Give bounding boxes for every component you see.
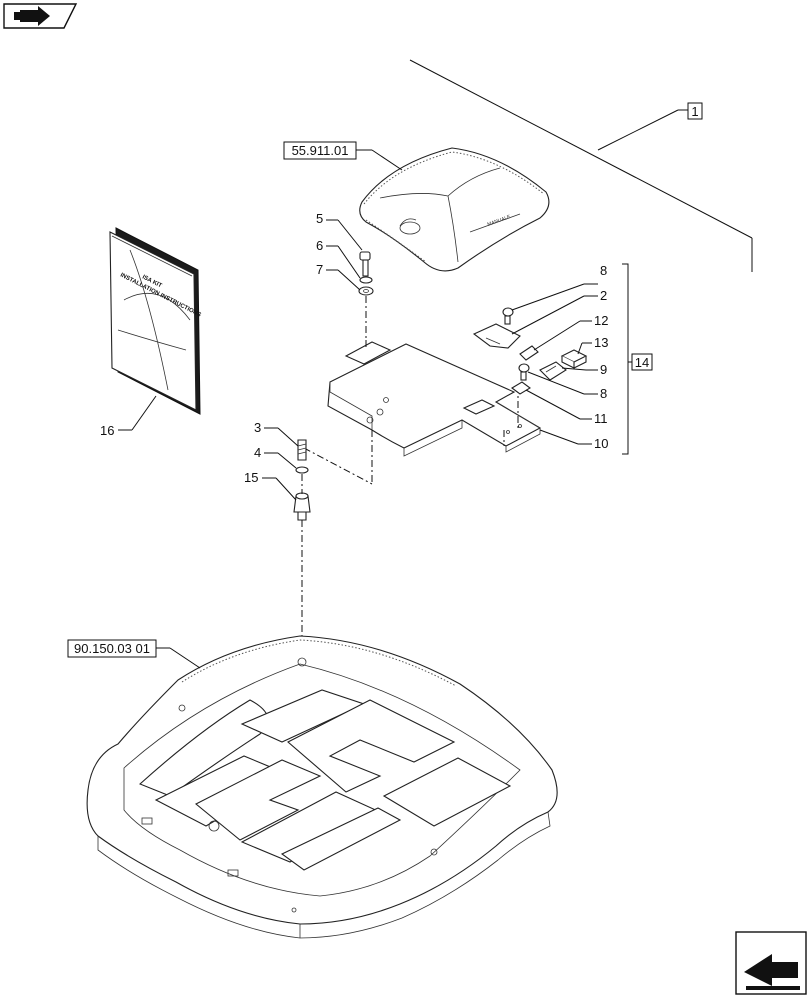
- mounting-plate-part: [327, 341, 542, 457]
- ref-box-kit[interactable]: 1: [687, 102, 703, 120]
- callout-15: 15: [244, 470, 297, 501]
- axis-plate-diagonal: [303, 447, 373, 485]
- callout-10-label: 10: [594, 436, 608, 451]
- callout-5: 5: [316, 211, 363, 251]
- callout-11-label: 11: [594, 411, 608, 426]
- callout-15-label: 15: [244, 470, 258, 485]
- callout-8-bottom-label: 8: [600, 386, 607, 401]
- installation-manual-part: ISA KIT INSTALLATION INSTRUCTIONS: [109, 227, 202, 415]
- nav-forward-icon[interactable]: [735, 931, 807, 995]
- ref-top-cover-label: 55.911.01: [292, 143, 349, 158]
- subassembly-bracket: [622, 263, 632, 455]
- callout-6-label: 6: [316, 238, 323, 253]
- ref-leader-top-cover: [356, 149, 403, 171]
- ref-box-subassembly[interactable]: 14: [631, 353, 653, 371]
- nut-part-11: [511, 381, 531, 395]
- bolt-part-5: [358, 251, 374, 296]
- callout-8-top: 8: [511, 263, 607, 311]
- spacer-part-15: [293, 492, 311, 521]
- ref-leader-seat-base: [156, 647, 201, 669]
- callout-3-label: 3: [254, 420, 261, 435]
- callout-5-label: 5: [316, 211, 323, 226]
- callout-7-label: 7: [316, 262, 323, 277]
- ref-seat-base-label: 90.150.03 01: [74, 641, 150, 656]
- kit-leader: [409, 59, 753, 272]
- callout-3: 3: [254, 420, 299, 447]
- plug-part-9: [539, 361, 567, 381]
- callout-12: 12: [533, 313, 608, 351]
- callout-11: 11: [525, 389, 608, 426]
- callout-16: 16: [100, 395, 157, 438]
- callout-9-label: 9: [600, 362, 607, 377]
- screw-part-3: [297, 439, 307, 461]
- callout-4: 4: [254, 445, 297, 469]
- nav-back-icon[interactable]: [3, 3, 78, 29]
- ref-box-top-cover[interactable]: 55.911.01: [283, 141, 357, 160]
- callout-8-top-label: 8: [600, 263, 607, 278]
- callout-2-label: 2: [600, 288, 607, 303]
- ref-kit-label: 1: [691, 104, 698, 119]
- callout-4-label: 4: [254, 445, 261, 460]
- callout-6: 6: [316, 238, 361, 279]
- callout-8-bottom: 8: [527, 371, 607, 401]
- seat-base-part: [86, 635, 558, 939]
- cap-part-13: [560, 349, 588, 369]
- connector-part-12: [519, 345, 539, 361]
- callout-13-label: 13: [594, 335, 608, 350]
- callout-2: 2: [511, 288, 607, 335]
- callout-13: 13: [577, 335, 608, 355]
- screw-part-8-top: [502, 307, 514, 325]
- top-cover-part: MANUALE: [359, 147, 550, 272]
- screw-part-8-bottom: [518, 363, 530, 381]
- callout-16-label: 16: [100, 423, 114, 438]
- washer-part-4: [295, 466, 309, 474]
- callout-7: 7: [316, 262, 361, 291]
- callout-10: 10: [539, 429, 608, 451]
- ref-subassembly-label: 14: [635, 355, 649, 370]
- callout-12-label: 12: [594, 313, 608, 328]
- callout-9: 9: [561, 362, 607, 377]
- clip-part-2: [472, 323, 521, 349]
- ref-box-seat-base[interactable]: 90.150.03 01: [67, 639, 157, 658]
